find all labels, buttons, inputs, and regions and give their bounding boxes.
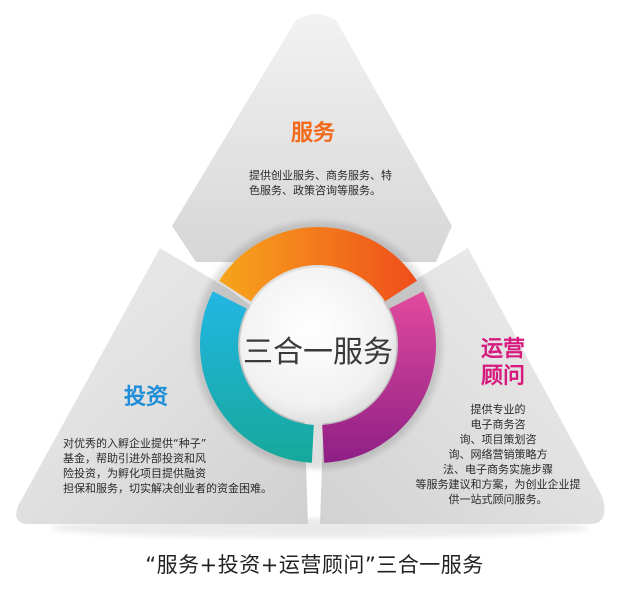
- service-desc-line: 提供创业服务、商务服务、特: [249, 169, 392, 182]
- bottom-caption: “服务+投资+运营顾问”三合一服务: [145, 553, 484, 577]
- service-description: 提供创业服务、商务服务、特 色服务、政策咨询等服务。: [249, 168, 439, 198]
- operation-description: 提供专业的 电子商务咨 询、项目策划咨 询、网络营销策略方 法、电子商务实施步骤…: [398, 402, 598, 507]
- investment-desc-line: 基金，帮助引进外部投资和风: [63, 452, 206, 465]
- service-title: 服务: [291, 121, 336, 146]
- operation-title-line: 运营: [481, 337, 526, 362]
- operation-desc-line: 等服务建议和方案，为创业企业提: [415, 478, 581, 491]
- operation-title-line: 顾问: [481, 364, 526, 389]
- operation-desc-line: 提供专业的: [470, 403, 526, 416]
- investment-desc-line: 担保和服务，切实解决创业者的资金困难。: [63, 482, 272, 495]
- operation-desc-line: 询、网络营销策略方: [448, 448, 548, 461]
- investment-desc-line: 对优秀的入孵企业提供“种子”: [63, 437, 207, 450]
- operation-desc-line: 法、电子商务实施步骤: [443, 463, 553, 476]
- operation-desc-line: 供一站式顾问服务。: [448, 493, 548, 506]
- operation-desc-line: 电子商务咨: [470, 418, 526, 431]
- center-hub: [239, 266, 397, 424]
- service-desc-line: 色服务、政策咨询等服务。: [249, 184, 381, 197]
- operation-desc-line: 询、项目策划咨: [459, 433, 537, 446]
- investment-title: 投资: [124, 385, 169, 410]
- operation-title: 运营 顾问: [481, 336, 525, 390]
- ring-segment-operation: [322, 291, 436, 463]
- panel-service: [172, 14, 452, 262]
- ring-segment-service: [219, 227, 417, 302]
- investment-description: 对优秀的入孵企业提供“种子” 基金，帮助引进外部投资和风 险投资，为孵化项目提供…: [63, 436, 303, 496]
- investment-desc-line: 险投资，为孵化项目提供融资: [63, 467, 206, 480]
- ring-segment-investment: [200, 291, 314, 463]
- center-label: 三合一服务: [243, 335, 393, 370]
